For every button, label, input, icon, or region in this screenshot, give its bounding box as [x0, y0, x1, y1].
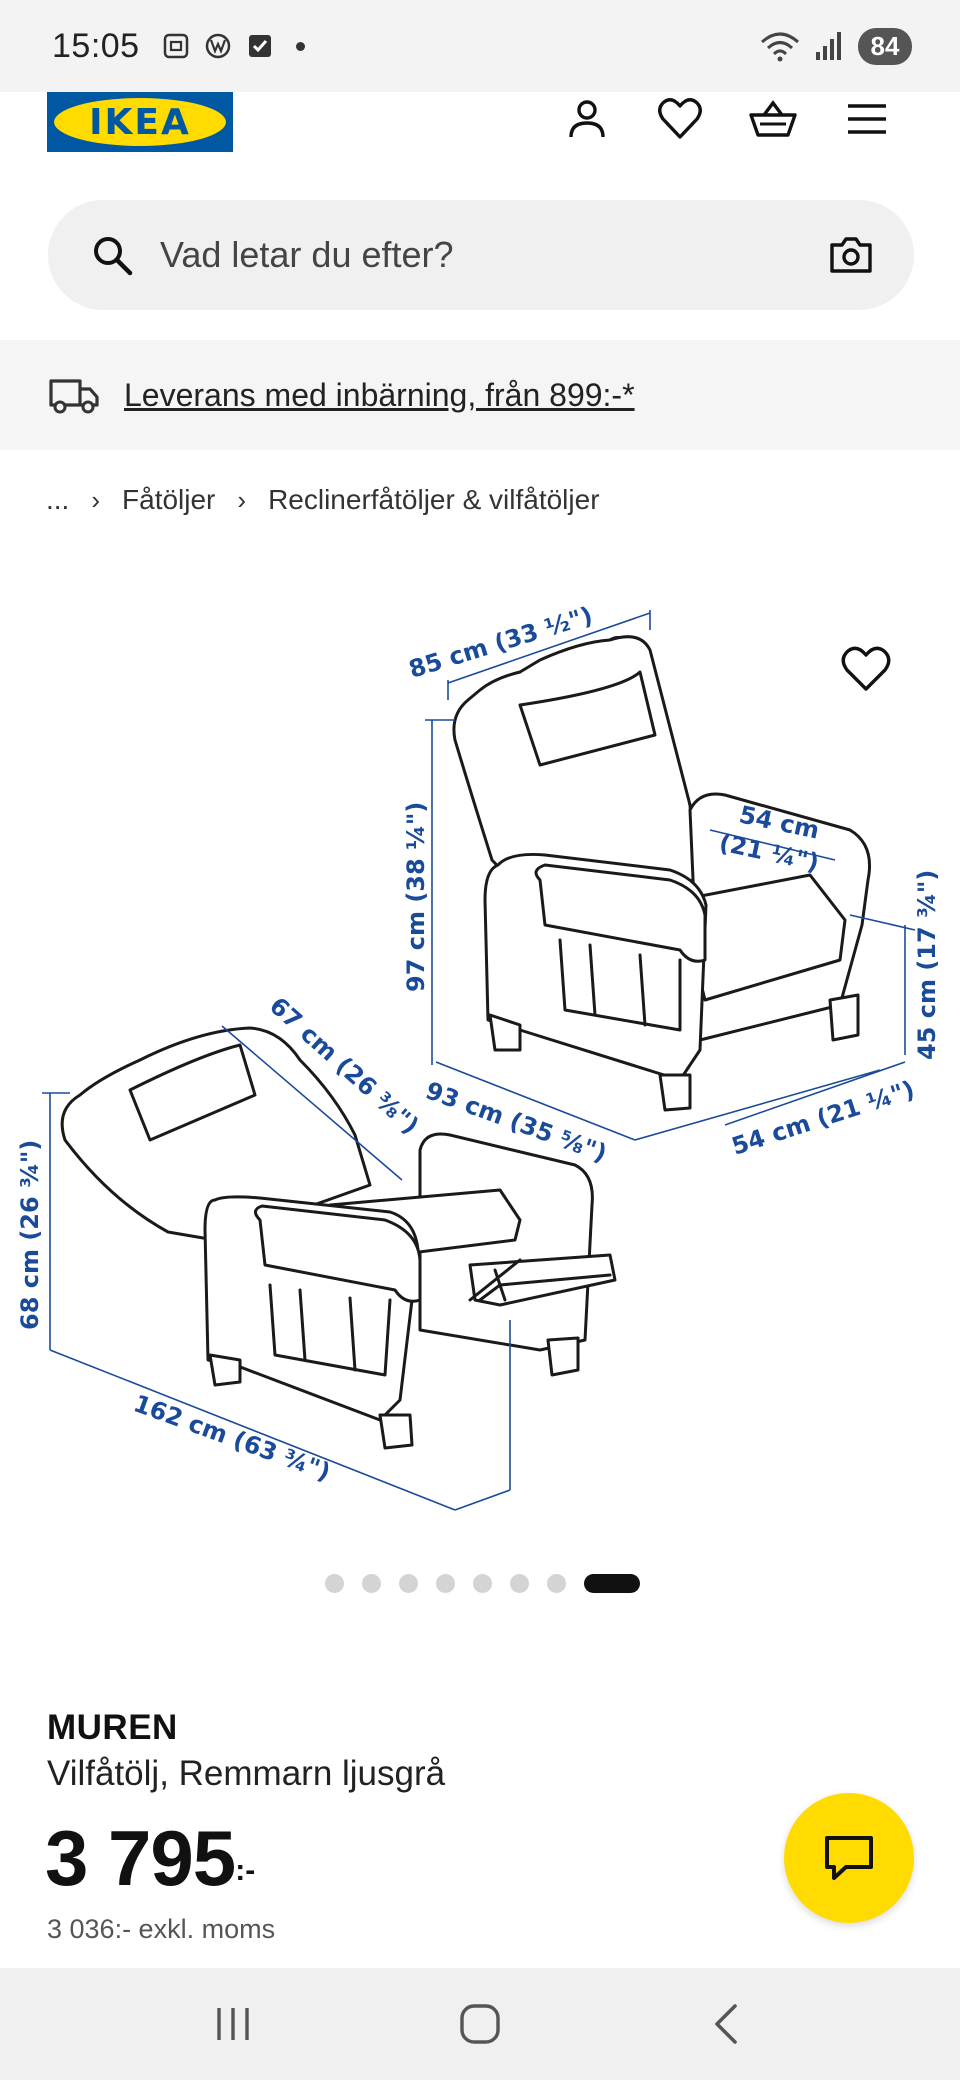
dim-length-reclined: 162 cm (63 ¾") — [130, 1389, 334, 1486]
logo-text: IKEA — [89, 101, 191, 143]
reclined-dimension-lines — [42, 1025, 511, 1511]
search-input[interactable]: Vad letar du efter? — [160, 234, 454, 275]
status-time: 15:05 — [52, 26, 140, 65]
upright-dimension-lines — [425, 610, 916, 1141]
carousel-dot[interactable] — [435, 1574, 455, 1593]
carousel-dot[interactable] — [472, 1574, 492, 1593]
carousel-dot[interactable] — [546, 1574, 566, 1593]
search-bar[interactable]: Vad letar du efter? — [48, 200, 914, 310]
status-bar: 15:05 84 — [0, 0, 960, 92]
dim-seat-height: 45 cm (17 ¾") — [913, 870, 941, 1060]
screenshot-icon — [163, 33, 188, 59]
delivery-link[interactable]: Leverans med inbärning, från 899:-* — [124, 376, 635, 413]
reclined-chair-drawing — [60, 1026, 617, 1450]
carousel-pagination — [0, 1574, 960, 1593]
wifi-icon — [761, 32, 799, 62]
carousel-dot[interactable] — [398, 1574, 418, 1593]
carousel-dot[interactable] — [361, 1574, 381, 1593]
basket-icon[interactable] — [748, 94, 798, 144]
signal-icon — [816, 32, 841, 60]
dim-height-reclined: 68 cm (26 ¾") — [16, 1140, 44, 1330]
dim-height-upright: 97 cm (38 ¼") — [402, 802, 430, 992]
user-icon[interactable] — [562, 94, 612, 144]
price-amount: 3 795 — [45, 1814, 236, 1902]
chevron-right-icon: › — [91, 484, 101, 515]
status-dot — [295, 41, 305, 51]
carousel-dot[interactable] — [509, 1574, 529, 1593]
dim-seat-depth: 54 cm (21 ¼") — [728, 1075, 918, 1160]
delivery-banner[interactable]: Leverans med inbärning, från 899:-* — [0, 340, 960, 450]
status-system-icons: 84 — [760, 27, 912, 65]
upright-chair-drawing — [452, 635, 871, 1112]
product-name: MUREN — [47, 1708, 178, 1747]
ikea-logo[interactable]: IKEA — [47, 92, 233, 152]
home-icon — [460, 2004, 500, 2044]
home-button[interactable] — [450, 1994, 510, 2054]
status-notification-icons — [162, 32, 305, 60]
chevron-right-icon: › — [237, 484, 247, 515]
delivery-truck-icon — [49, 379, 99, 414]
price-suffix: :- — [235, 1854, 256, 1887]
heart-icon[interactable] — [655, 94, 705, 144]
menu-icon[interactable] — [842, 94, 892, 144]
battery-indicator: 84 — [858, 27, 912, 65]
carousel-dot-active[interactable] — [583, 1574, 640, 1593]
checkbox-icon — [248, 35, 271, 57]
recent-apps-icon — [217, 2008, 250, 2040]
back-icon — [714, 2004, 737, 2044]
breadcrumb-item-recliner[interactable]: Reclinerfåtöljer & vilfåtöljer — [268, 484, 600, 515]
chat-button[interactable] — [784, 1793, 914, 1923]
breadcrumb-ellipsis[interactable]: ... — [46, 484, 70, 515]
carousel-dot[interactable] — [324, 1574, 344, 1593]
breadcrumb-item-fatoljer[interactable]: Fåtöljer — [122, 484, 216, 515]
breadcrumb: ... › Fåtöljer › Reclinerfåtöljer & vilf… — [46, 480, 600, 520]
search-icon — [94, 237, 133, 276]
volkswagen-icon — [205, 33, 230, 59]
chat-icon — [825, 1836, 873, 1880]
product-price: 3 795 :- — [45, 1818, 255, 1898]
price-excl-vat: 3 036:- exkl. moms — [47, 1914, 276, 1944]
recent-apps-button[interactable] — [203, 1994, 263, 2054]
system-nav-bar — [0, 1968, 960, 2080]
site-header: IKEA — [0, 92, 960, 192]
add-to-favourites-icon[interactable] — [840, 645, 892, 695]
camera-icon[interactable] — [828, 235, 874, 275]
product-description: Vilfåtölj, Remmarn ljusgrå — [47, 1754, 446, 1793]
product-image[interactable]: 85 cm (33 ½") 97 cm (38 ¼") 54 cm (21 ¼"… — [0, 560, 960, 1540]
back-button[interactable] — [697, 1994, 757, 2054]
